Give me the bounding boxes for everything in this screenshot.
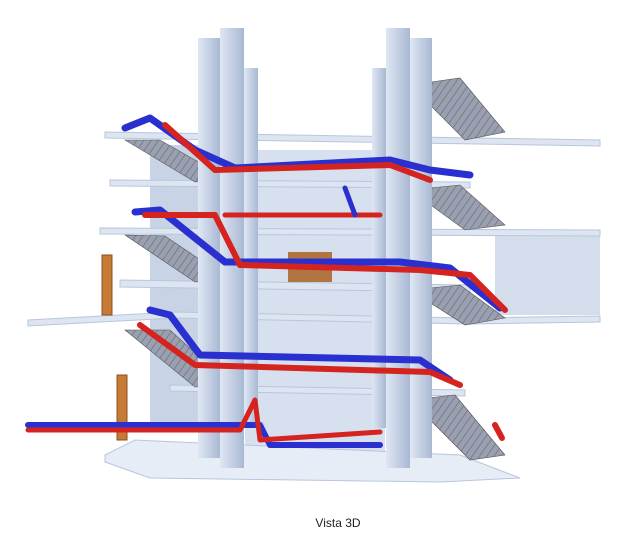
stair-right-upper xyxy=(409,184,506,231)
pipe-red xyxy=(137,322,463,388)
stair-right-lower xyxy=(409,394,506,461)
pipe-red xyxy=(492,422,505,441)
column xyxy=(372,68,386,428)
pipe-blue xyxy=(146,306,454,384)
pipes xyxy=(25,114,508,448)
column xyxy=(244,68,258,428)
core-wall xyxy=(245,150,385,460)
pipe-red xyxy=(25,397,383,443)
pipe-red xyxy=(142,212,508,313)
column xyxy=(386,28,410,468)
stair-right-top xyxy=(409,77,506,141)
pipe-red xyxy=(162,122,433,183)
figure-caption: Vista 3D xyxy=(315,516,361,530)
column xyxy=(410,38,432,458)
pipe-blue xyxy=(342,185,358,218)
right-wall xyxy=(495,235,600,315)
door-left-lower xyxy=(116,374,128,441)
door-left-upper xyxy=(101,254,113,316)
stair-right-middle xyxy=(409,284,506,326)
